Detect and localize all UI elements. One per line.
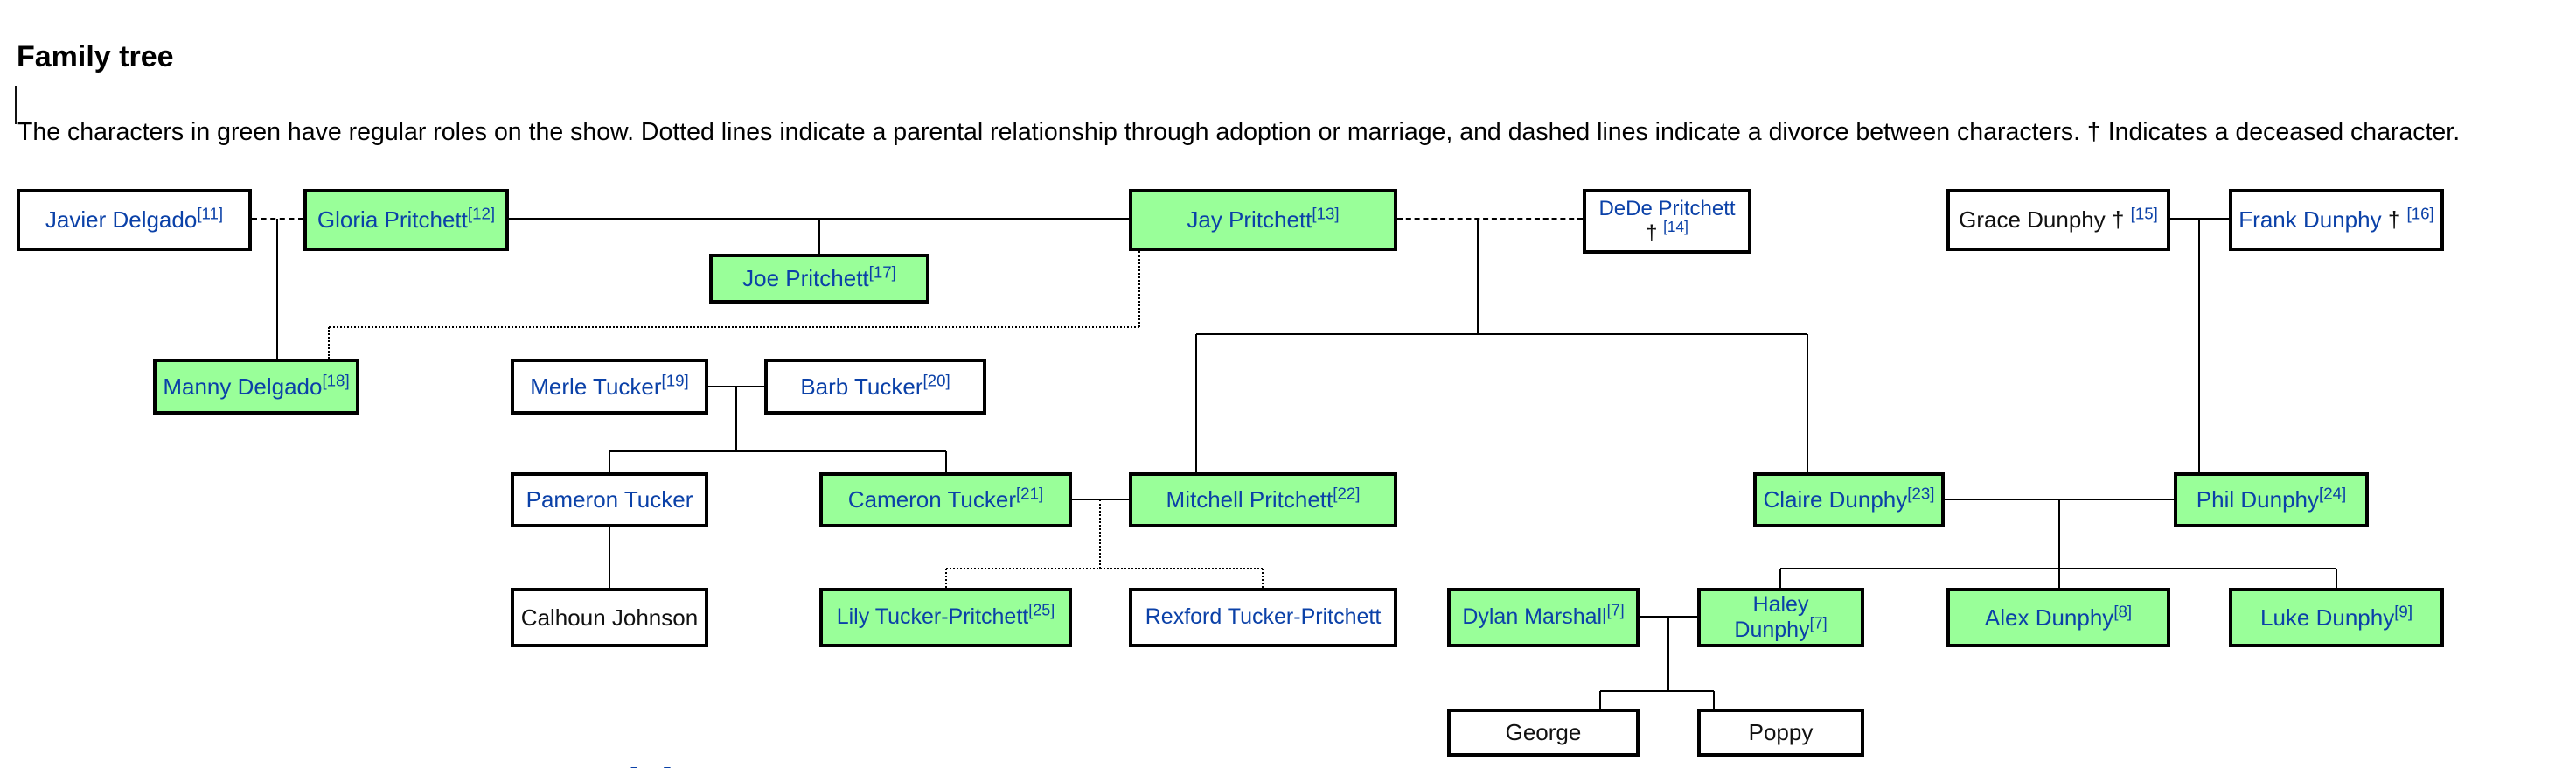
tree-line-solid xyxy=(1807,334,1808,472)
tree-line-solid xyxy=(2058,499,2060,569)
person-label: DeDe Pritchett† [14] xyxy=(1598,196,1736,245)
tree-line-solid xyxy=(1600,690,1714,692)
clipped-text: [11] xyxy=(630,763,672,768)
person-box-dylan-marshall[interactable]: Dylan Marshall[7] xyxy=(1447,588,1640,647)
tree-line-solid xyxy=(2058,569,2060,588)
tree-line-dotted xyxy=(329,326,1139,328)
person-box-joe-pritchett[interactable]: Joe Pritchett[17] xyxy=(709,254,929,304)
tree-line-solid xyxy=(609,451,610,472)
person-box-lily-tucker-pritchett[interactable]: Lily Tucker-Pritchett[25] xyxy=(819,588,1072,647)
person-label: Barb Tucker[20] xyxy=(800,371,950,400)
person-label: Pameron Tucker xyxy=(526,486,693,513)
person-box-grace-dunphy[interactable]: Grace Dunphy † [15] xyxy=(1946,189,2170,251)
person-label: Luke Dunphy[9] xyxy=(2259,602,2413,631)
person-label: Merle Tucker[19] xyxy=(530,371,689,400)
tree-line-solid xyxy=(818,219,820,254)
text-cursor xyxy=(15,86,17,124)
page-title: Family tree xyxy=(17,40,174,73)
person-box-luke-dunphy[interactable]: Luke Dunphy[9] xyxy=(2229,588,2444,647)
person-box-claire-dunphy[interactable]: Claire Dunphy[23] xyxy=(1753,472,1945,527)
person-box-frank-dunphy[interactable]: Frank Dunphy † [16] xyxy=(2229,189,2444,251)
tree-line-solid xyxy=(1713,691,1715,709)
tree-line-dotted xyxy=(1262,569,1264,588)
tree-line-solid xyxy=(276,219,278,359)
person-label: Dylan Marshall[7] xyxy=(1462,601,1625,630)
person-label: Grace Dunphy † [15] xyxy=(1959,204,2158,234)
tree-line-solid xyxy=(609,450,946,452)
person-box-pameron-tucker[interactable]: Pameron Tucker xyxy=(511,472,708,527)
person-label: George xyxy=(1505,719,1582,746)
person-label: Rexford Tucker-Pritchett xyxy=(1145,604,1382,630)
tree-line-dotted xyxy=(945,569,947,588)
person-label: Poppy xyxy=(1748,719,1814,746)
person-label: Frank Dunphy † [16] xyxy=(2238,204,2434,234)
person-box-jay-pritchett[interactable]: Jay Pritchett[13] xyxy=(1129,189,1397,251)
person-box-manny-delgado[interactable]: Manny Delgado[18] xyxy=(153,359,359,415)
person-box-dede-pritchett[interactable]: DeDe Pritchett† [14] xyxy=(1583,189,1751,254)
person-box-cameron-tucker[interactable]: Cameron Tucker[21] xyxy=(819,472,1072,527)
person-label: Calhoun Johnson xyxy=(520,604,699,631)
tree-line-solid xyxy=(1477,219,1479,334)
person-label: Javier Delgado[11] xyxy=(45,204,224,234)
person-box-merle-tucker[interactable]: Merle Tucker[19] xyxy=(511,359,708,415)
person-box-phil-dunphy[interactable]: Phil Dunphy[24] xyxy=(2174,472,2369,527)
tree-line-solid xyxy=(2198,219,2200,472)
tree-line-solid xyxy=(2336,569,2337,588)
tree-line-solid xyxy=(945,451,947,472)
person-label: Alex Dunphy[8] xyxy=(1984,602,2133,631)
description-paragraph: The characters in green have regular rol… xyxy=(17,117,2461,146)
person-label: Claire Dunphy[23] xyxy=(1763,484,1935,513)
tree-line-dotted xyxy=(1138,251,1140,327)
tree-line-dotted xyxy=(1099,499,1101,569)
person-label: Phil Dunphy[24] xyxy=(2196,484,2347,513)
person-label: Gloria Pritchett[12] xyxy=(317,204,496,234)
person-box-gloria-pritchett[interactable]: Gloria Pritchett[12] xyxy=(303,189,509,251)
tree-line-solid xyxy=(1779,569,1781,588)
person-label: Joe Pritchett[17] xyxy=(742,262,896,292)
person-label: Jay Pritchett[13] xyxy=(1187,204,1340,234)
clipped-blue-text-fragment: [11] xyxy=(630,758,726,768)
tree-line-dotted xyxy=(946,568,1263,569)
person-box-george[interactable]: George xyxy=(1447,709,1640,757)
tree-line-solid xyxy=(735,387,737,451)
person-box-calhoun-johnson[interactable]: Calhoun Johnson xyxy=(511,588,708,647)
person-box-mitchell-pritchett[interactable]: Mitchell Pritchett[22] xyxy=(1129,472,1397,527)
tree-line-dashed xyxy=(1397,218,1583,220)
tree-line-solid xyxy=(1195,334,1197,472)
tree-line-solid xyxy=(1196,333,1807,335)
person-box-barb-tucker[interactable]: Barb Tucker[20] xyxy=(764,359,986,415)
person-label: Mitchell Pritchett[22] xyxy=(1166,484,1361,513)
person-box-javier-delgado[interactable]: Javier Delgado[11] xyxy=(17,189,252,251)
person-box-poppy[interactable]: Poppy xyxy=(1697,709,1864,757)
person-box-alex-dunphy[interactable]: Alex Dunphy[8] xyxy=(1946,588,2170,647)
person-box-rexford-tucker-pritchett[interactable]: Rexford Tucker-Pritchett xyxy=(1129,588,1397,647)
tree-line-solid xyxy=(1599,691,1601,709)
tree-line-solid xyxy=(1667,617,1669,691)
person-label: Lily Tucker-Pritchett[25] xyxy=(836,601,1055,630)
tree-line-dotted xyxy=(328,327,330,359)
tree-line-solid xyxy=(609,527,610,588)
person-label: Cameron Tucker[21] xyxy=(847,484,1044,513)
person-label: Manny Delgado[18] xyxy=(163,371,350,400)
